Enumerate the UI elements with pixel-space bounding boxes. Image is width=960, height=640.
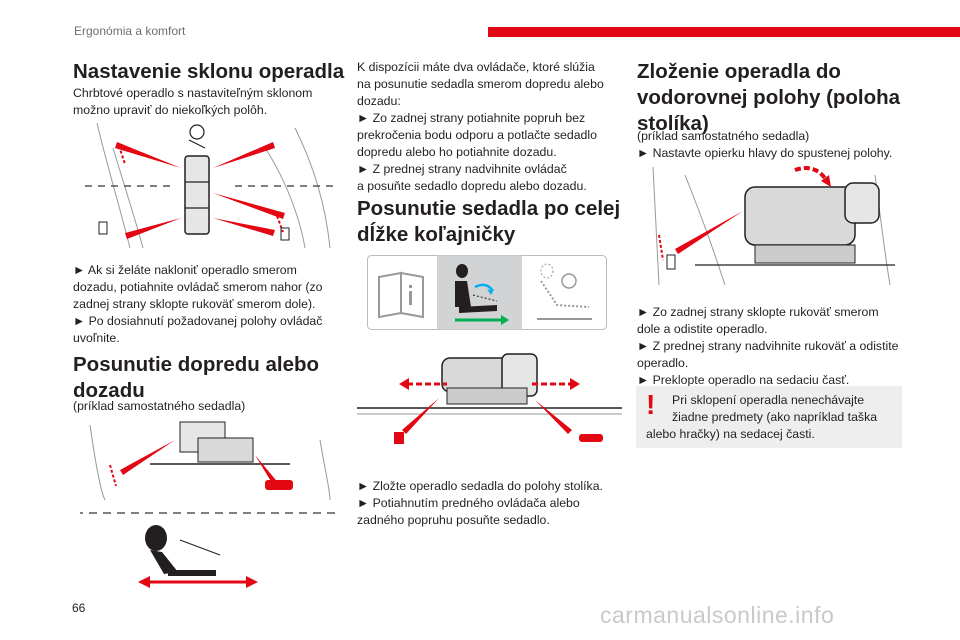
seat-slide-illustration [80,421,340,588]
warning-text-full: alebo hračky) na sedacej časti. [646,426,815,443]
page-number: 66 [72,601,86,615]
section-header: Ergonómia a komfort [74,24,186,38]
step-line: ► Ak si želáte nakloniť operadlo smerom [73,263,297,277]
text-line: na posunutie sedadla smerom dopredu aleb… [357,77,604,91]
title-line: stolíka) [637,112,709,135]
title-move-forward: Posunutie dopredu alebo dozadu [73,352,319,404]
title-line: Zloženie operadla do [637,60,841,83]
header-accent-bar [488,27,960,37]
step-line: dole a odistite operadlo. [637,322,768,336]
table-position-slide-illustration [357,353,622,444]
title-line: dĺžke koľajničky [357,223,516,246]
step-line: ► Zo zadnej strany sklopte rukoväť smero… [637,305,879,319]
step-line: zadného popruhu posuňte sedadlo. [357,513,550,527]
example-text: (príklad samostatného sedadla) [637,129,810,143]
text-line: ► Z prednej strany nadvihnite ovládač [357,162,567,176]
col2-steps: ► Zložte operadlo sedadla do polohy stol… [357,478,603,529]
step-line: ► Zložte operadlo sedadla do polohy stol… [357,479,603,493]
step-line: ► Z prednej strany nadvihnite rukoväť a … [637,339,899,353]
seat-slide-icon [455,264,509,325]
title-line: dozadu [73,379,145,402]
seat-icon-strip [367,255,607,330]
watermark: carmanualsonline.info [600,602,835,628]
col3-steps: ► Zo zadnej strany sklopte rukoväť smero… [637,304,899,389]
title-slide-full-rail: Posunutie sedadla po celej dĺžke koľajni… [357,196,620,248]
text-line: a posuňte sedadlo dopredu alebo dozadu. [357,179,587,193]
warning-icon: ! [646,389,656,420]
manual-book-icon [378,271,424,319]
warning-line: alebo hračky) na sedacej časti. [646,427,815,441]
step-line: dozadu, potiahnite ovládač smerom nahor … [73,280,323,294]
text-line: prekročenia bodu odporu a potlačte sedad… [357,128,597,142]
step-line: ► Nastavte opierku hlavy do spustenej po… [637,146,893,160]
step-line: ► Potiahnutím predného ovládača alebo [357,496,580,510]
text-line: dozadu: [357,94,401,108]
text-line: K dispozícii máte dva ovládače, ktoré sl… [357,60,595,74]
warning-text-indented: Pri sklopení operadla nenechávajte žiadn… [672,392,877,426]
text-line: ► Zo zadnej strany potiahnite popruh bez [357,111,586,125]
title-line: vodorovnej polohy (poloha [637,86,901,109]
fold-backrest-illustration [652,166,895,286]
title-backrest-tilt: Nastavenie sklonu operadla [73,60,345,83]
step-line: operadlo. [637,356,689,370]
seat-tilt-icon [537,263,592,320]
step-line: uvoľnite. [73,331,120,345]
col1-example: (príklad samostatného sedadla) [73,399,246,413]
title-line: Posunutie dopredu alebo [73,353,320,376]
step-line: zadnej strany sklopte rukoväť smerom dol… [73,297,316,311]
col1-intro: Chrbtové operadlo s nastaviteľným sklono… [73,85,312,119]
backrest-tilt-illustration [85,122,335,249]
warning-line: Pri sklopení operadla nenechávajte [672,393,865,407]
col1-steps: ► Ak si želáte nakloniť operadlo smerom … [73,262,323,347]
warning-line: žiadne predmety (ako napríklad taška [672,410,878,424]
text-line: možno upraviť do niekoľkých polôh. [73,103,268,117]
text-line: Chrbtové operadlo s nastaviteľným sklono… [73,86,313,100]
step-line: ► Preklopte operadlo na sedaciu časť. [637,373,850,387]
warning-box [636,386,902,448]
col2-intro: K dispozícii máte dva ovládače, ktoré sl… [357,59,604,195]
step-line: ► Po dosiahnutí požadovanej polohy ovlád… [73,314,323,328]
title-line: Posunutie sedadla po celej [357,197,621,220]
title-fold-backrest: Zloženie operadla do vodorovnej polohy (… [637,59,900,137]
col3-intro: (príklad samostatného sedadla) ► Nastavt… [637,128,892,162]
text-line: dopredu alebo ho potiahnite dozadu. [357,145,557,159]
